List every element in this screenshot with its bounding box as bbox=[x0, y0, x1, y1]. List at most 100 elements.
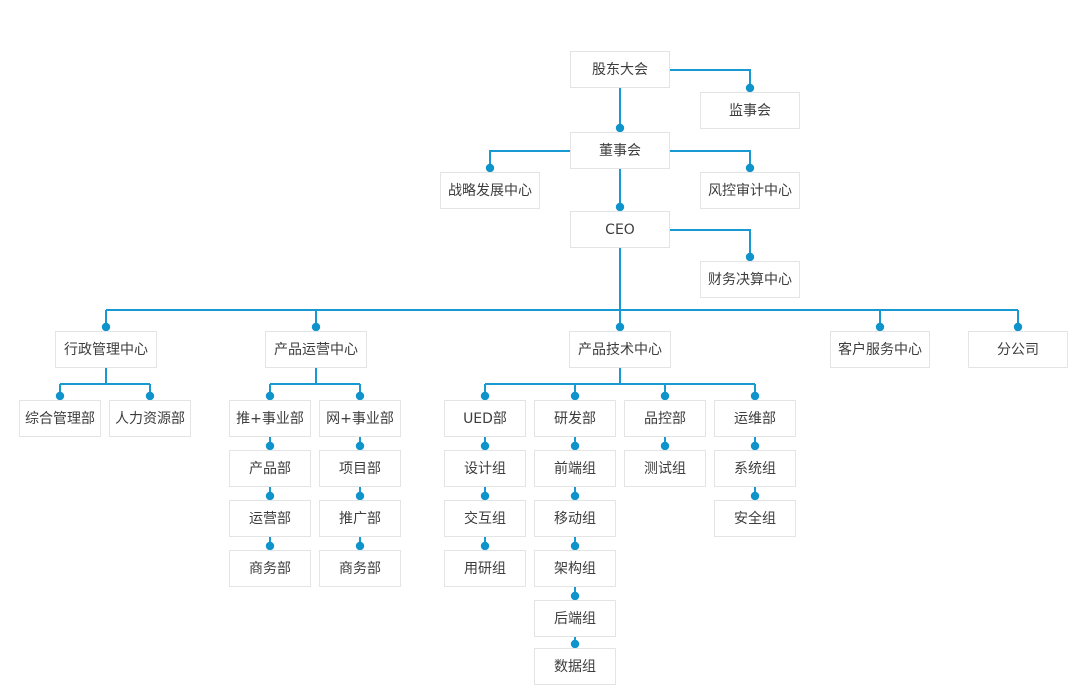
connector-endpoint-dot bbox=[570, 391, 580, 401]
connector-endpoint-dot bbox=[485, 163, 495, 173]
connector-endpoint-dot bbox=[265, 441, 275, 451]
org-node-label: 项目部 bbox=[339, 460, 381, 477]
connector-endpoint-dot bbox=[265, 391, 275, 401]
org-node-wang-plus-division: 网+事业部 bbox=[319, 400, 401, 437]
org-node-label: 移动组 bbox=[554, 510, 596, 527]
connector-line bbox=[670, 69, 751, 88]
connector-endpoint-dot bbox=[355, 391, 365, 401]
org-node-label: 商务部 bbox=[339, 560, 381, 577]
connector-endpoint-dot bbox=[55, 391, 65, 401]
connector-endpoint-dot bbox=[570, 591, 580, 601]
org-node-rnd-dept: 研发部 bbox=[534, 400, 616, 437]
org-node-ops-dept: 运维部 bbox=[714, 400, 796, 437]
org-node-finance-accounting-center: 财务决算中心 bbox=[700, 261, 800, 298]
connector-endpoint-dot bbox=[355, 541, 365, 551]
connector-endpoint-dot bbox=[355, 441, 365, 451]
org-node-label: 交互组 bbox=[464, 510, 506, 527]
org-node-risk-audit-center: 风控审计中心 bbox=[700, 172, 800, 209]
org-node-label: 监事会 bbox=[729, 102, 771, 119]
org-node-architecture-team: 架构组 bbox=[534, 550, 616, 587]
org-node-label: 后端组 bbox=[554, 610, 596, 627]
org-node-label: 架构组 bbox=[554, 560, 596, 577]
org-node-branch-company: 分公司 bbox=[968, 331, 1068, 368]
org-node-business-dept-wang: 商务部 bbox=[319, 550, 401, 587]
org-node-admin-management-center: 行政管理中心 bbox=[55, 331, 157, 368]
connector-endpoint-dot bbox=[875, 322, 885, 332]
org-node-label: 战略发展中心 bbox=[448, 182, 532, 199]
org-node-label: 运营部 bbox=[249, 510, 291, 527]
org-node-mobile-team: 移动组 bbox=[534, 500, 616, 537]
connector-endpoint-dot bbox=[750, 391, 760, 401]
connector-endpoint-dot bbox=[145, 391, 155, 401]
org-node-label: 董事会 bbox=[599, 142, 641, 159]
connector-endpoint-dot bbox=[355, 491, 365, 501]
org-node-design-team: 设计组 bbox=[444, 450, 526, 487]
org-node-supervisory-board: 监事会 bbox=[700, 92, 800, 129]
org-node-label: 财务决算中心 bbox=[708, 271, 792, 288]
connector-endpoint-dot bbox=[750, 441, 760, 451]
org-node-frontend-team: 前端组 bbox=[534, 450, 616, 487]
org-node-label: 品控部 bbox=[644, 410, 686, 427]
org-node-label: 安全组 bbox=[734, 510, 776, 527]
connector-endpoint-dot bbox=[660, 441, 670, 451]
org-node-label: 前端组 bbox=[554, 460, 596, 477]
connector-endpoint-dot bbox=[570, 541, 580, 551]
org-node-label: 推广部 bbox=[339, 510, 381, 527]
connector-endpoint-dot bbox=[615, 202, 625, 212]
connector-endpoint-dot bbox=[480, 491, 490, 501]
connector-endpoint-dot bbox=[480, 391, 490, 401]
connector-endpoint-dot bbox=[750, 491, 760, 501]
connector-endpoint-dot bbox=[570, 639, 580, 649]
org-node-label: 人力资源部 bbox=[115, 410, 185, 427]
org-node-board-of-directors: 董事会 bbox=[570, 132, 670, 169]
connector-endpoint-dot bbox=[265, 491, 275, 501]
org-node-label: UED部 bbox=[463, 410, 507, 427]
connector-endpoint-dot bbox=[480, 441, 490, 451]
org-node-qc-dept: 品控部 bbox=[624, 400, 706, 437]
org-node-label: CEO bbox=[605, 221, 635, 238]
connector-endpoint-dot bbox=[660, 391, 670, 401]
org-node-label: 设计组 bbox=[464, 460, 506, 477]
connector-line bbox=[670, 150, 751, 168]
org-node-label: 产品部 bbox=[249, 460, 291, 477]
org-node-product-dept: 产品部 bbox=[229, 450, 311, 487]
org-node-backend-team: 后端组 bbox=[534, 600, 616, 637]
connector-endpoint-dot bbox=[101, 322, 111, 332]
connector-endpoint-dot bbox=[570, 491, 580, 501]
org-node-label: 测试组 bbox=[644, 460, 686, 477]
org-node-tui-plus-division: 推+事业部 bbox=[229, 400, 311, 437]
org-node-label: 客户服务中心 bbox=[838, 341, 922, 358]
org-node-label: 产品运营中心 bbox=[274, 341, 358, 358]
org-node-shareholders-meeting: 股东大会 bbox=[570, 51, 670, 88]
org-node-label: 用研组 bbox=[464, 560, 506, 577]
org-node-product-tech-center: 产品技术中心 bbox=[569, 331, 671, 368]
org-node-label: 研发部 bbox=[554, 410, 596, 427]
org-node-hr-dept: 人力资源部 bbox=[109, 400, 191, 437]
org-node-project-dept: 项目部 bbox=[319, 450, 401, 487]
connector-endpoint-dot bbox=[1013, 322, 1023, 332]
org-node-customer-service-center: 客户服务中心 bbox=[830, 331, 930, 368]
org-node-label: 综合管理部 bbox=[25, 410, 95, 427]
org-node-ued-dept: UED部 bbox=[444, 400, 526, 437]
org-node-strategy-development-center: 战略发展中心 bbox=[440, 172, 540, 209]
org-node-label: 股东大会 bbox=[592, 61, 648, 78]
org-node-label: 行政管理中心 bbox=[64, 341, 148, 358]
org-node-label: 推+事业部 bbox=[236, 410, 304, 427]
org-node-label: 运维部 bbox=[734, 410, 776, 427]
org-node-label: 产品技术中心 bbox=[578, 341, 662, 358]
org-node-label: 系统组 bbox=[734, 460, 776, 477]
org-node-security-team: 安全组 bbox=[714, 500, 796, 537]
connector-endpoint-dot bbox=[745, 83, 755, 93]
org-node-operation-dept: 运营部 bbox=[229, 500, 311, 537]
org-node-ceo: CEO bbox=[570, 211, 670, 248]
org-node-label: 分公司 bbox=[997, 341, 1039, 358]
connector-endpoint-dot bbox=[615, 322, 625, 332]
org-node-product-operation-center: 产品运营中心 bbox=[265, 331, 367, 368]
org-node-label: 网+事业部 bbox=[326, 410, 394, 427]
connector-endpoint-dot bbox=[570, 441, 580, 451]
org-node-data-team: 数据组 bbox=[534, 648, 616, 685]
connector-endpoint-dot bbox=[265, 541, 275, 551]
